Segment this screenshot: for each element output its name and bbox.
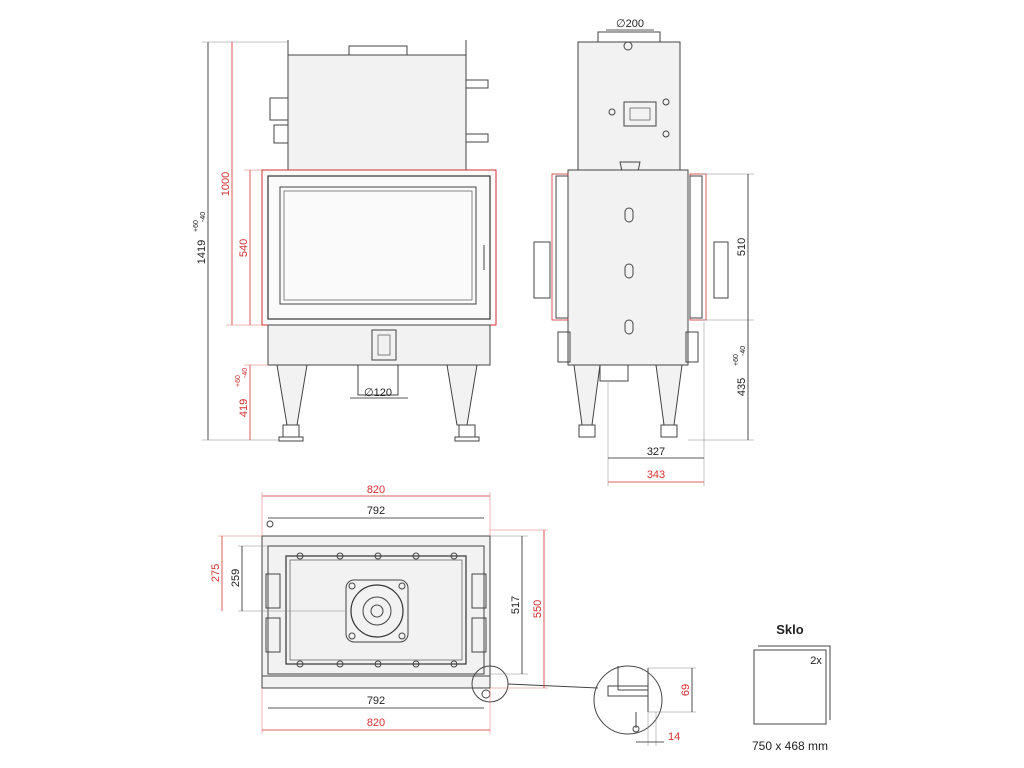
front-leg-left	[276, 364, 308, 426]
dim-69: 69	[680, 684, 692, 696]
glass-size: 750 x 468 mm	[752, 739, 828, 753]
dim-435: 435	[736, 378, 748, 396]
dim-820-bottom: 820	[367, 717, 385, 729]
side-handle-right	[713, 241, 729, 299]
dim-flue-200: ∅200	[616, 18, 644, 30]
dim-550: 550	[532, 600, 544, 618]
top-dimensions: 820 792 275 259 517 550 792 820	[210, 484, 548, 734]
dim-275: 275	[210, 564, 222, 582]
front-base	[267, 324, 491, 366]
front-leg-right	[446, 364, 478, 426]
dim-outlet-120: ∅120	[364, 387, 392, 399]
dim-419: 419	[238, 399, 250, 417]
glass-title: Sklo	[776, 622, 804, 637]
side-view	[533, 31, 729, 438]
dim-419-tol-minus: -40	[242, 368, 249, 378]
front-view	[261, 40, 497, 442]
dim-435-tol-minus: -40	[740, 346, 747, 356]
side-dimensions: ∅200 510 435 +60 -40 327 343	[606, 18, 754, 486]
top-outer-frame	[261, 535, 491, 689]
front-glass-window	[279, 186, 477, 305]
glass-panel: Sklo 2x 750 x 468 mm	[752, 622, 831, 753]
top-firebox	[285, 555, 467, 665]
side-flue-collar	[597, 31, 661, 43]
glass-sheet-front	[753, 649, 827, 725]
dim-517: 517	[510, 596, 522, 614]
front-dimensions: 1419 +60 -40 1000 540 419 +60 -40 ∅120	[193, 41, 408, 441]
dim-435-tol-plus: +60	[733, 354, 740, 366]
dim-540: 540	[238, 239, 250, 257]
dim-792-bottom: 792	[367, 695, 385, 707]
front-outlet-box	[371, 329, 397, 361]
dim-1419: 1419	[196, 240, 208, 264]
side-main-body	[567, 169, 689, 366]
side-leg-left	[573, 364, 601, 426]
front-outlet-pipe	[357, 364, 399, 396]
dim-419-tol-plus: +60	[235, 375, 242, 387]
dim-820-top: 820	[367, 484, 385, 496]
dim-327: 327	[647, 446, 665, 458]
dim-259: 259	[230, 569, 242, 587]
front-firebox-frame	[261, 169, 497, 326]
side-leg-right	[655, 364, 683, 426]
dim-510: 510	[736, 238, 748, 256]
front-top-collar	[348, 45, 408, 56]
dim-1000: 1000	[220, 172, 232, 196]
dim-343: 343	[647, 469, 665, 481]
detail-view: 69 14	[593, 665, 696, 746]
side-upper-box	[577, 41, 681, 171]
side-handle-left	[533, 241, 551, 299]
dim-1419-tol-plus: +60	[193, 220, 200, 232]
glass-quantity: 2x	[810, 655, 822, 667]
dim-14: 14	[668, 731, 680, 743]
top-view	[261, 520, 599, 703]
dim-792-top: 792	[367, 505, 385, 517]
dim-1419-tol-minus: -40	[200, 212, 207, 222]
front-upper-box	[287, 54, 467, 171]
side-upper-plate	[623, 101, 657, 127]
glass-sheet-back	[758, 645, 831, 720]
